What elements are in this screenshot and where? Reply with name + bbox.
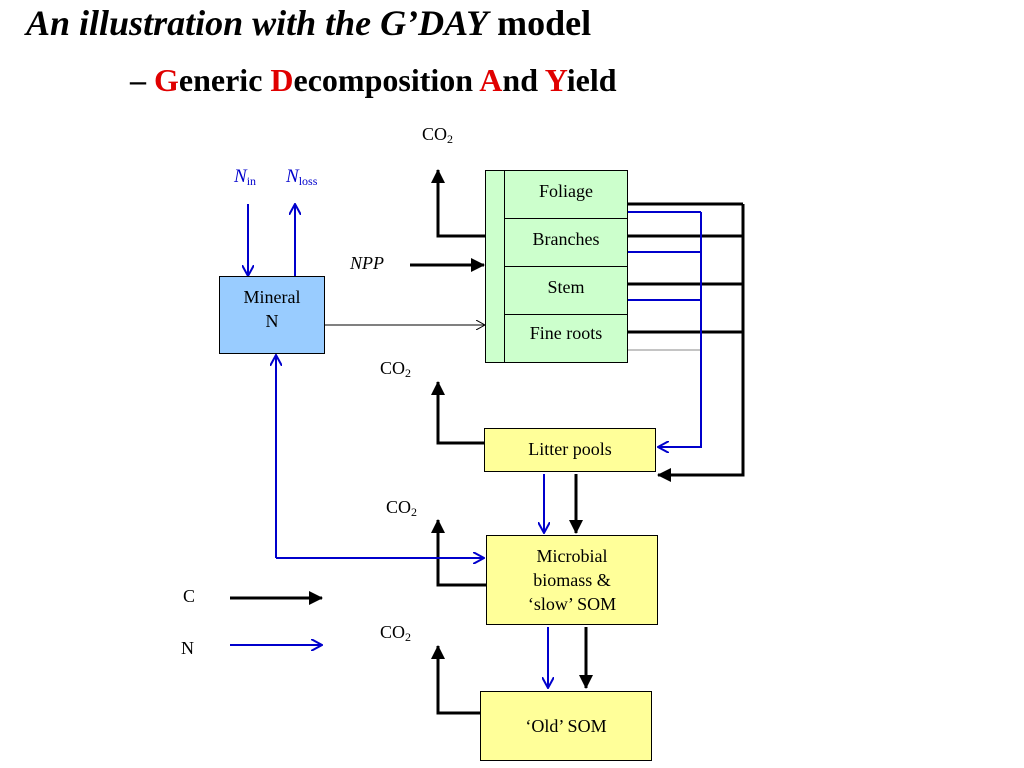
fine-roots-label: Fine roots — [529, 323, 603, 343]
old-som-box: ‘Old’ SOM — [480, 691, 652, 761]
litter-pools-box: Litter pools — [484, 428, 656, 472]
title-letter-y: Y — [544, 62, 567, 98]
microbial-biomass-box: Microbial biomass & ‘slow’ SOM — [486, 535, 658, 625]
legend-nitrogen-label: N — [181, 638, 194, 658]
n-loss-label: Nloss — [286, 166, 318, 188]
title-letter-d: D — [270, 62, 294, 98]
branches-label: Branches — [532, 229, 600, 249]
title-line-2: – Generic Decomposition And Yield — [130, 62, 617, 99]
plant-co2-arrow — [431, 169, 485, 238]
title-letter-a: A — [479, 62, 503, 98]
mineral-label-line1: Mineral — [243, 287, 301, 307]
foliage-box: Foliage — [504, 170, 628, 219]
co2-label-plant: CO2 — [422, 124, 454, 146]
litter-co2-arrow — [431, 381, 484, 445]
oldsom-co2-arrow — [431, 645, 480, 715]
mineral-label-line2: N — [265, 311, 279, 331]
npp-label: NPP — [350, 253, 384, 273]
plant-stack-bar — [485, 170, 506, 363]
microbial-label-line2: biomass & — [533, 570, 611, 590]
title-dash: – — [130, 62, 154, 98]
title-line-1: An illustration with the G’DAY model — [26, 2, 591, 44]
title-model-name: G’DAY — [380, 3, 489, 43]
mineral-n-box: Mineral N — [219, 276, 325, 354]
litter-label: Litter pools — [528, 439, 612, 459]
title-word-ield: ield — [566, 62, 617, 98]
title-word-nd: nd — [502, 62, 545, 98]
microbial-label-line3: ‘slow’ SOM — [527, 594, 617, 614]
foliage-label: Foliage — [539, 181, 593, 201]
title-letter-g: G — [154, 62, 179, 98]
co2-label-litter: CO2 — [380, 358, 412, 380]
title-line-1-suffix: model — [488, 3, 592, 43]
co2-label-microbial: CO2 — [386, 497, 418, 519]
microbial-label-line1: Microbial — [536, 546, 608, 566]
title-word-ecomposition: ecomposition — [293, 62, 480, 98]
legend-carbon-label: C — [183, 586, 196, 606]
co2-label-oldsom: CO2 — [380, 622, 412, 644]
title-line-1-prefix: An illustration with the — [26, 3, 381, 43]
old-som-label: ‘Old’ SOM — [525, 716, 607, 736]
litter-carbon-arrow — [657, 204, 745, 482]
title-word-eneric: eneric — [178, 62, 271, 98]
stem-label: Stem — [547, 277, 585, 297]
microbial-co2-arrow — [431, 519, 486, 587]
stem-box: Stem — [504, 266, 628, 315]
fine-roots-box: Fine roots — [504, 314, 628, 363]
n-in-label: Nin — [234, 166, 257, 188]
branches-box: Branches — [504, 218, 628, 267]
litter-nitrogen-arrow — [658, 212, 702, 447]
